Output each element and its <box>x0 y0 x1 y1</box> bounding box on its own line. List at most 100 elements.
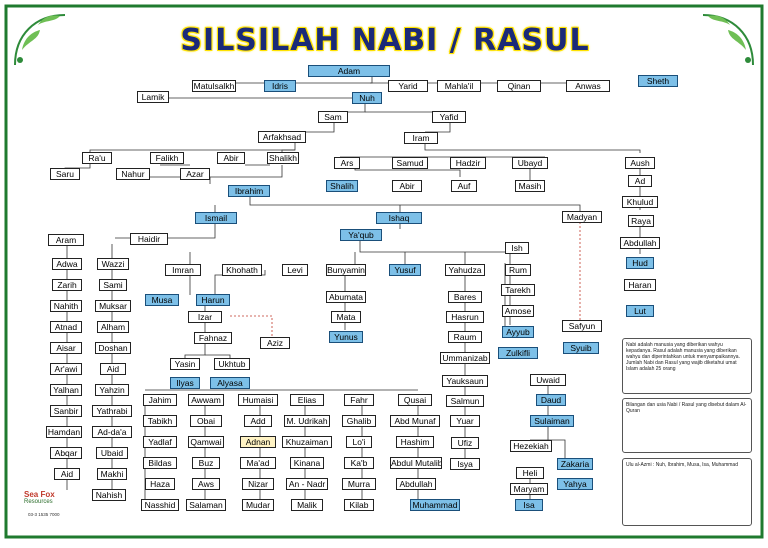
node-abdmunaf: Abd Munaf <box>390 415 440 427</box>
corner-ornament-right <box>702 14 754 66</box>
node-yahudza: Yahudza <box>445 264 485 276</box>
node-aws: Aws <box>192 478 220 490</box>
node-ufiz: Ufiz <box>451 437 479 449</box>
node-sam: Sam <box>318 111 348 123</box>
node-obai: Obai <box>190 415 222 427</box>
node-adwa: Adwa <box>52 258 82 270</box>
node-yahzin: Yahzin <box>95 384 129 396</box>
node-lamik: Lamik <box>137 91 169 103</box>
node-murra: Murra <box>342 478 376 490</box>
node-shalih: Shalih <box>326 180 358 192</box>
node-bares: Bares <box>448 291 482 303</box>
node-heli: Heli <box>516 467 544 479</box>
node-raum: Raum <box>448 331 482 343</box>
node-anwas: Anwas <box>566 80 610 92</box>
node-bunyamin: Bunyamin <box>326 264 366 276</box>
node-rum: Rum <box>505 264 531 276</box>
node-humaisi: Humaisi <box>238 394 278 406</box>
node-amose: Amose <box>502 305 534 317</box>
node-abir1: Abir <box>217 152 245 164</box>
node-khohath: Khohath <box>222 264 262 276</box>
node-ishaq: Ishaq <box>376 212 422 224</box>
node-mudar: Mudar <box>242 499 274 511</box>
node-isa: Isa <box>515 499 543 511</box>
corner-ornament-left <box>14 14 66 66</box>
node-raya: Raya <box>628 215 654 227</box>
node-uwaid: Uwaid <box>530 374 566 386</box>
node-ubaid: Ubaid <box>96 447 128 459</box>
info-panel-ulul-azmi: Ulu al-Azmi : Nuh, Ibrahim, Musa, Isa, M… <box>622 458 752 526</box>
info-panel-ages: Bilangan dan usia Nabi / Rasul yang dise… <box>622 398 752 453</box>
node-yunus: Yunus <box>329 331 363 343</box>
node-abdullah2: Abdullah <box>396 478 436 490</box>
node-awwam: Awwam <box>188 394 224 406</box>
node-hud: Hud <box>626 257 654 269</box>
node-falikh: Falikh <box>150 152 184 164</box>
node-yadlaf: Yadlaf <box>143 436 177 448</box>
node-idris: Idris <box>264 80 296 92</box>
node-aush: Aush <box>625 157 655 169</box>
node-yusuf: Yusuf <box>389 264 421 276</box>
node-adnan: Adnan <box>240 436 276 448</box>
node-khuzaiman: Khuzaiman <box>282 436 332 448</box>
node-ad: Ad <box>628 175 652 187</box>
node-mata: Mata <box>331 311 361 323</box>
node-ubayd: Ubayd <box>512 157 548 169</box>
node-alham: Alham <box>97 321 129 333</box>
node-masih: Masih <box>515 180 545 192</box>
node-makhi: Makhi <box>97 468 127 480</box>
node-elias: Elias <box>290 394 324 406</box>
page-title: SILSILAH NABI / RASUL <box>180 22 590 58</box>
node-yuar: Yuar <box>450 415 480 427</box>
node-qamwai: Qamwai <box>188 436 224 448</box>
publisher-logo: Sea Fox <box>24 490 55 499</box>
node-tarekh: Tarekh <box>501 284 535 296</box>
node-yaqub: Ya'qub <box>340 229 382 241</box>
node-zulkifli: Zulkifli <box>498 347 538 359</box>
node-lut: Lut <box>626 305 654 317</box>
node-salaman: Salaman <box>186 499 226 511</box>
node-abqar: Abqar <box>50 447 82 459</box>
node-yathrabi: Yathrabi <box>92 405 132 417</box>
node-safyun: Safyun <box>562 320 602 332</box>
node-wazzi: Wazzi <box>97 258 129 270</box>
node-ibrahim: Ibrahim <box>228 185 270 197</box>
node-ars: Ars <box>334 157 360 169</box>
node-qinan: Qinan <box>497 80 541 92</box>
node-nahur: Nahur <box>116 168 150 180</box>
node-yafid: Yafid <box>432 111 466 123</box>
node-aid: Aid <box>100 363 126 375</box>
node-annadr: An - Nadr <box>286 478 328 490</box>
node-abdmutalib: Abdul Mutalib <box>390 457 442 469</box>
node-mahlail: Mahla'il <box>437 80 481 92</box>
node-tabikh: Tabikh <box>143 415 177 427</box>
node-hashim: Hashim <box>396 436 434 448</box>
node-aram: Aram <box>48 234 84 246</box>
node-atnad: Atnad <box>50 321 82 333</box>
node-qusai: Qusai <box>398 394 432 406</box>
node-maryam: Maryam <box>510 483 548 495</box>
node-syuib: Syuib <box>563 342 599 354</box>
node-arawi: Ar'awi <box>50 363 82 375</box>
node-jahim: Jahim <box>143 394 177 406</box>
node-hadzir: Hadzir <box>450 157 486 169</box>
node-imran: Imran <box>165 264 201 276</box>
node-nuh: Nuh <box>352 92 382 104</box>
node-iram: Iram <box>404 132 438 144</box>
node-buz: Buz <box>192 457 220 469</box>
node-fahnaz: Fahnaz <box>194 332 232 344</box>
node-musa: Musa <box>145 294 179 306</box>
node-azar: Azar <box>180 168 210 180</box>
node-kilab: Kilab <box>344 499 374 511</box>
publisher-sub: Resources <box>24 499 53 505</box>
node-nasshid: Nasshid <box>141 499 179 511</box>
node-kab: Ka'b <box>344 457 374 469</box>
node-matulsalkh: Matulsalkh <box>192 80 236 92</box>
node-ayyub: Ayyub <box>502 326 534 338</box>
node-hasrun: Hasrun <box>446 311 484 323</box>
node-saru: Saru <box>50 168 80 180</box>
node-yauksaun: Yauksaun <box>442 375 488 387</box>
node-doshan: Doshan <box>95 342 131 354</box>
node-samud: Samud <box>392 157 428 169</box>
node-salmun: Salmun <box>446 395 484 407</box>
